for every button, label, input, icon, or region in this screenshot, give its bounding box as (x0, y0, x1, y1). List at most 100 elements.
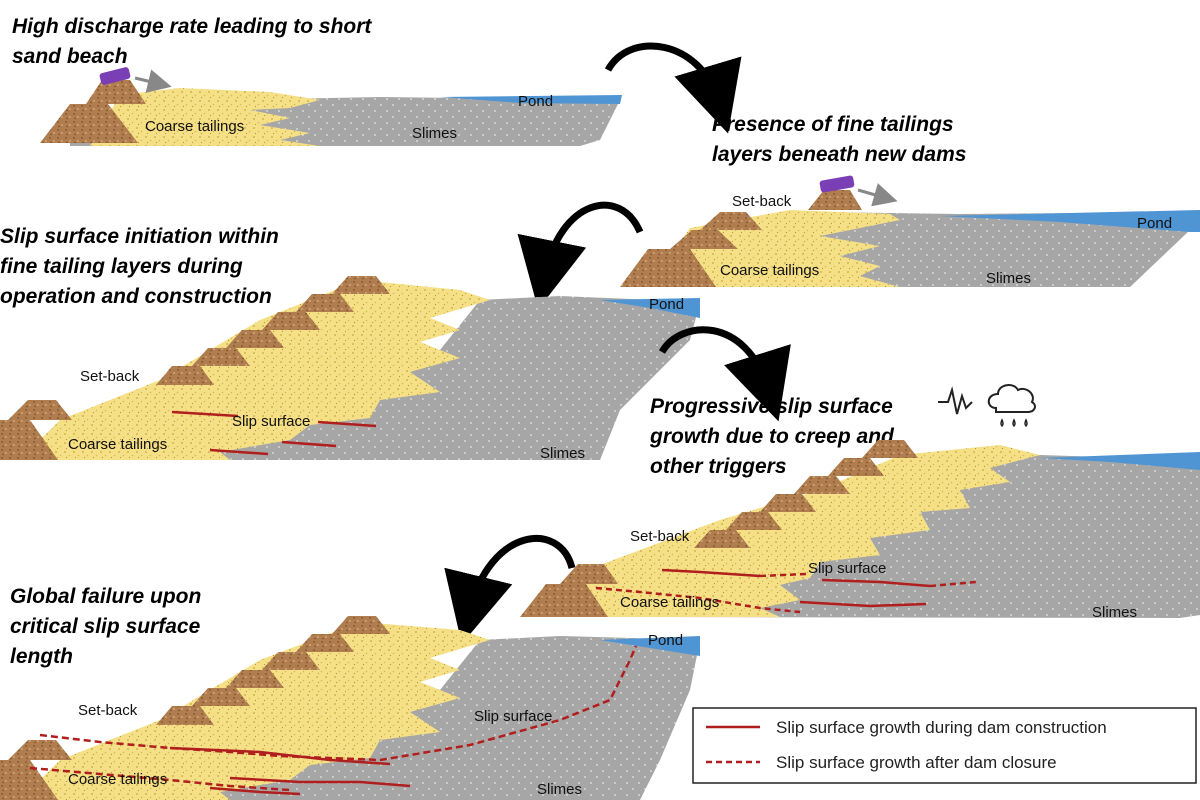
panel-1-short-beach: High discharge rate leading to short san… (12, 15, 622, 146)
setback-label: Set-back (78, 702, 138, 719)
coarse-tailings-label: Coarse tailings (620, 594, 719, 611)
setback-dam (808, 190, 862, 210)
slimes-label: Slimes (1092, 604, 1137, 621)
slip-surface-dashed (929, 580, 977, 588)
legend-dashed-label: Slip surface growth after dam closure (776, 753, 1057, 772)
starter-dam (40, 104, 138, 143)
setback-label: Set-back (80, 368, 140, 385)
slip-surface-dashed (595, 586, 801, 614)
dam-raise (520, 584, 608, 617)
rain-cloud-icon (987, 384, 1036, 428)
slip-surface-solid (229, 776, 411, 788)
slip-surface-solid (209, 448, 269, 456)
dam-raise (620, 249, 716, 287)
setback-label: Set-back (732, 193, 792, 210)
panel-4-progressive-growth: Progressive slip surface growth due to c… (520, 384, 1200, 621)
dam-raise (192, 348, 250, 366)
slip-surface-label: Slip surface (474, 708, 552, 725)
flow-arrow-2 (517, 201, 644, 310)
setback-dam (156, 366, 214, 385)
setback-dam (694, 530, 750, 548)
legend-solid-label: Slip surface growth during dam construct… (776, 718, 1107, 737)
dam-raise (726, 512, 782, 530)
panel-4-title-line-3: other triggers (650, 455, 787, 478)
slip-surface-solid (171, 410, 239, 418)
slip-surface-solid (209, 786, 301, 796)
pond-label: Pond (1137, 215, 1172, 232)
pond-layer (940, 210, 1200, 232)
panel-5-global-failure: Global failure upon critical slip surfac… (0, 585, 700, 800)
dam-raise (296, 294, 354, 312)
dam-raise (226, 670, 284, 688)
panel-3-title-line-1: Slip surface initiation within (0, 225, 279, 248)
panel-3-slip-initiation: Slip surface initiation within fine tail… (0, 225, 700, 462)
dam-raise (296, 634, 354, 652)
pond-label: Pond (518, 93, 553, 110)
setback-label: Set-back (630, 528, 690, 545)
slip-surface-solid (799, 600, 927, 608)
panel-5-title-line-1: Global failure upon (10, 585, 201, 608)
slip-surface-label: Slip surface (808, 560, 886, 577)
panel-2-title: Presence of fine tailings layers beneath… (712, 113, 966, 166)
discharge-pipe-icon (819, 175, 855, 193)
panel-2-title-line-1: Presence of fine tailings (712, 113, 954, 136)
pond-label: Pond (648, 632, 683, 649)
legend-box (692, 707, 1197, 784)
pond-layer (1040, 452, 1200, 470)
slip-surface-solid (169, 746, 391, 766)
coarse-tailings-label: Coarse tailings (145, 118, 244, 135)
discharge-pipe-icon (99, 67, 131, 85)
slimes-label: Slimes (540, 445, 585, 462)
panel-5-title-line-3: length (10, 645, 73, 668)
dam-raise (262, 652, 320, 670)
pond-label: Pond (649, 296, 684, 313)
dam-raise (700, 212, 762, 230)
slip-surface-solid (821, 578, 931, 588)
slip-surface-dashed (759, 572, 807, 578)
dam-raise (760, 494, 816, 512)
legend: Slip surface growth during dam construct… (692, 707, 1197, 784)
pond-layer (440, 95, 622, 104)
coarse-tailings-label: Coarse tailings (68, 771, 167, 788)
coarse-tailings-label: Coarse tailings (68, 436, 167, 453)
discharge-arrow (857, 183, 898, 207)
dam-raise (332, 616, 390, 634)
panel-3-title-line-3: operation and construction (0, 285, 272, 308)
dam-raise (332, 276, 390, 294)
flow-arrow-4 (444, 534, 576, 644)
panel-3-title-line-2: fine tailing layers during (0, 255, 243, 278)
dam-raise (8, 400, 72, 420)
coarse-tailings-layer (20, 622, 490, 800)
panel-1-title-line-1: High discharge rate leading to short (12, 15, 372, 38)
panel-1-title: High discharge rate leading to short san… (12, 15, 377, 68)
panel-2-fine-layers: Presence of fine tailings layers beneath… (620, 113, 1200, 287)
dam-raise (794, 476, 850, 494)
slimes-label: Slimes (986, 270, 1031, 287)
dam-raise (862, 440, 918, 458)
dam-raise (0, 760, 58, 800)
panel-1-title-line-2: sand beach (12, 45, 128, 68)
pond-layer (600, 298, 700, 318)
slip-surface-dashed (39, 645, 638, 762)
slip-surface-solid (661, 568, 761, 578)
dam-raise (560, 564, 618, 584)
slimes-label: Slimes (412, 125, 457, 142)
slip-surface-solid (281, 440, 337, 448)
dam-raise (828, 458, 884, 476)
flow-arrow-1 (604, 42, 742, 134)
seismic-icon (938, 386, 973, 415)
panel-4-title-line-1: Progressive slip surface (650, 395, 893, 418)
dam-raise (670, 230, 738, 249)
panel-4-title: Progressive slip surface growth due to c… (649, 395, 900, 478)
dam-raise (8, 740, 72, 760)
discharge-arrow (134, 69, 172, 93)
dam-raise (262, 312, 320, 330)
coarse-tailings-layer (20, 280, 490, 460)
slip-surface-label: Slip surface (232, 413, 310, 430)
coarse-tailings-layer (90, 88, 320, 146)
panel-4-title-line-2: growth due to creep and (649, 425, 895, 448)
setback-dam (156, 706, 214, 725)
pond-layer (600, 636, 700, 656)
slimes-label: Slimes (537, 781, 582, 798)
